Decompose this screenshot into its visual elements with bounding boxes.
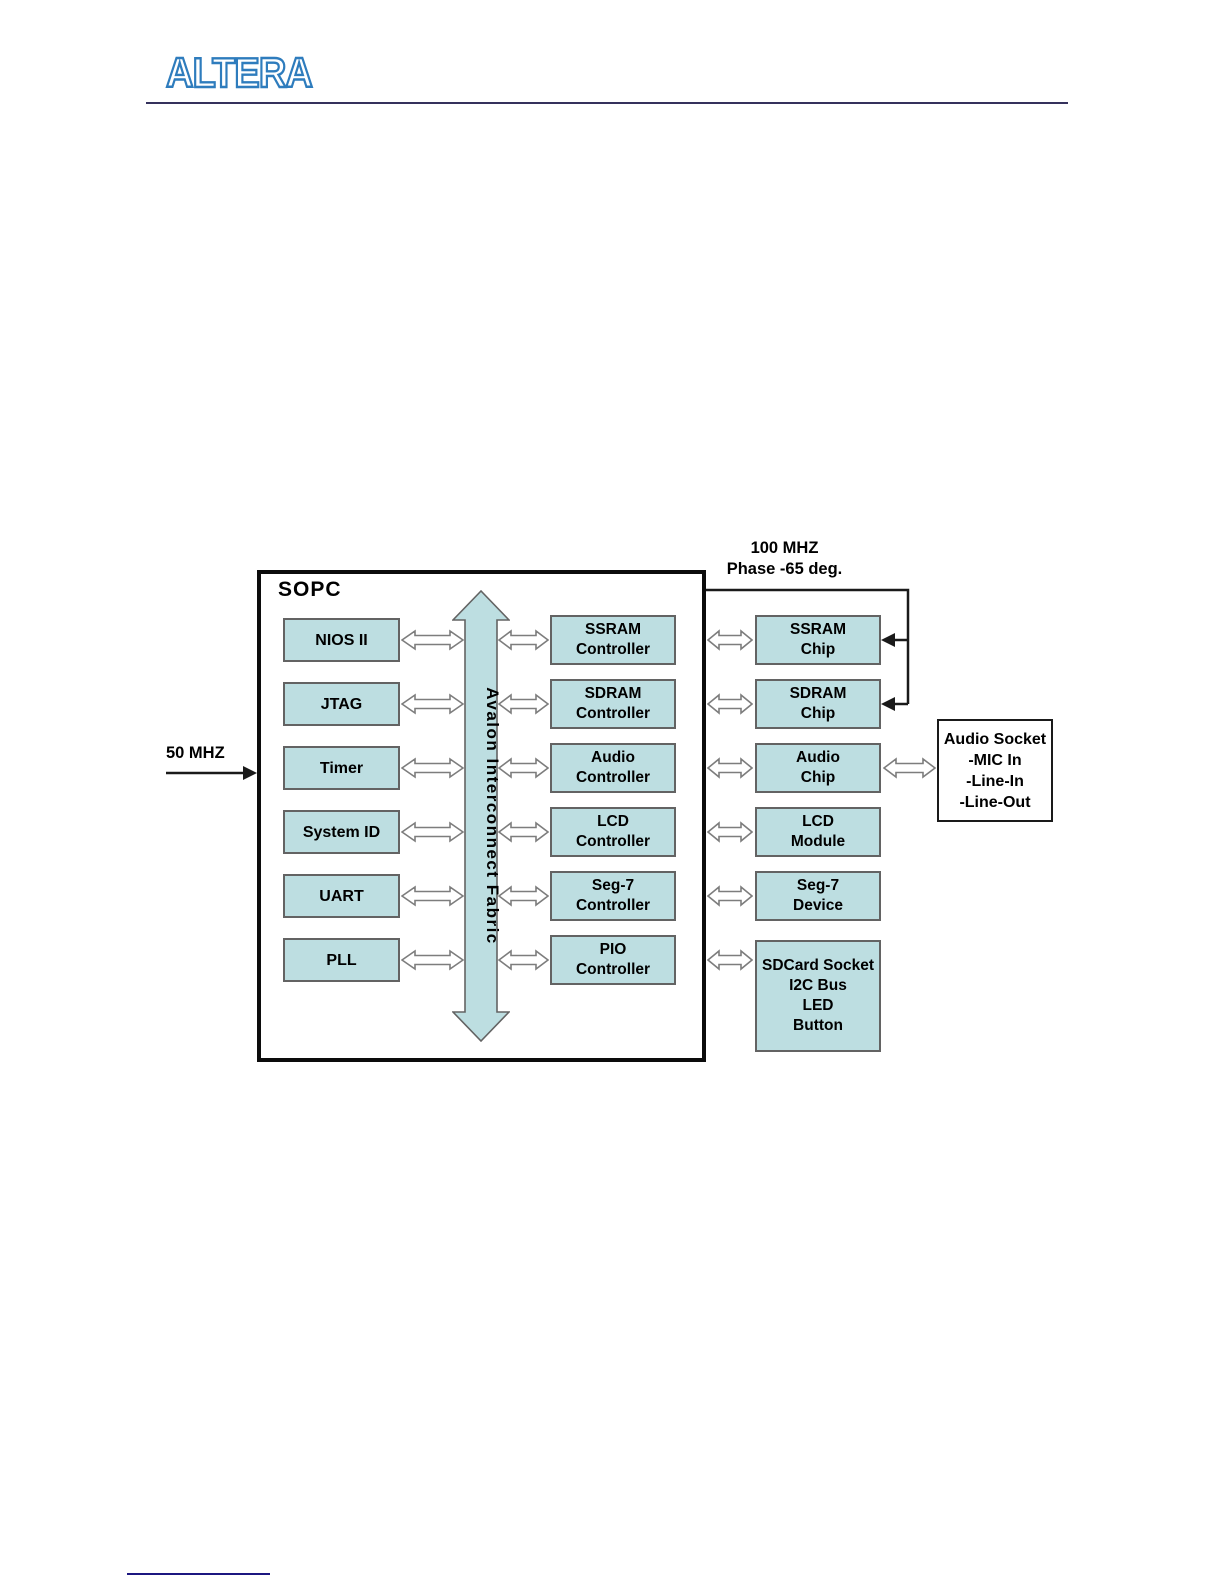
box-peripherals: SDCard Socket I2C Bus LED Button: [755, 940, 881, 1052]
box-nios-ii: NIOS II: [283, 618, 400, 662]
box-seg7-device: Seg-7 Device: [755, 871, 881, 921]
bus-arrow-nios-fabric-icon: [401, 629, 464, 651]
bus-arrow-sopc-ssramchip-icon: [707, 629, 753, 651]
bus-arrow-sopc-peripherals-icon: [707, 949, 753, 971]
box-seg7-controller: Seg-7 Controller: [550, 871, 676, 921]
box-jtag: JTAG: [283, 682, 400, 726]
clock-50mhz-arrowhead-icon: [243, 766, 257, 780]
bus-arrow-sopc-seg7device-icon: [707, 885, 753, 907]
bus-arrow-sopc-sdramchip-icon: [707, 693, 753, 715]
bus-arrow-jtag-fabric-icon: [401, 693, 464, 715]
box-sdram-controller: SDRAM Controller: [550, 679, 676, 729]
fabric-arrow-shape: [452, 590, 510, 1042]
bus-arrow-fabric-lcdctl-icon: [498, 821, 549, 843]
box-lcd-controller: LCD Controller: [550, 807, 676, 857]
sopc-label: SOPC: [278, 578, 342, 601]
bus-arrow-timer-fabric-icon: [401, 757, 464, 779]
box-ssram-chip: SSRAM Chip: [755, 615, 881, 665]
box-system-id: System ID: [283, 810, 400, 854]
altera-logo: ALTERA: [165, 48, 315, 97]
audio-socket-box: Audio Socket -MIC In -Line-In -Line-Out: [937, 719, 1053, 822]
bus-arrow-sopc-lcdmodule-icon: [707, 821, 753, 843]
footnote-divider: [127, 1573, 270, 1575]
box-audio-chip: Audio Chip: [755, 743, 881, 793]
clock-ssram-arrowhead-icon: [881, 633, 895, 647]
box-audio-controller: Audio Controller: [550, 743, 676, 793]
box-ssram-controller: SSRAM Controller: [550, 615, 676, 665]
bus-arrow-sysid-fabric-icon: [401, 821, 464, 843]
fabric-label: Avalon Interconnect Fabric: [483, 687, 502, 945]
clock-50mhz-label: 50 MHZ: [166, 744, 225, 762]
clock-sdram-arrowhead-icon: [881, 697, 895, 711]
box-timer: Timer: [283, 746, 400, 790]
bus-arrow-uart-fabric-icon: [401, 885, 464, 907]
header-divider: [146, 102, 1068, 104]
clock-100mhz-line: [706, 588, 910, 704]
box-pio-controller: PIO Controller: [550, 935, 676, 985]
bus-arrow-audiochip-socket-icon: [883, 757, 936, 779]
altera-logo-text: ALTERA: [166, 49, 313, 96]
box-pll: PLL: [283, 938, 400, 982]
clock-100mhz-label: 100 MHZ Phase -65 deg.: [726, 539, 843, 578]
bus-arrow-fabric-pioctl-icon: [498, 949, 549, 971]
bus-arrow-sopc-audiochip-icon: [707, 757, 753, 779]
box-uart: UART: [283, 874, 400, 918]
bus-arrow-fabric-sdramctl-icon: [498, 693, 549, 715]
sopc-box: [257, 570, 706, 1062]
bus-arrow-fabric-ssramctl-icon: [498, 629, 549, 651]
bus-arrow-fabric-audioctl-icon: [498, 757, 549, 779]
box-sdram-chip: SDRAM Chip: [755, 679, 881, 729]
avalon-fabric-arrow: Avalon Interconnect Fabric: [452, 590, 510, 1042]
box-lcd-module: LCD Module: [755, 807, 881, 857]
bus-arrow-pll-fabric-icon: [401, 949, 464, 971]
bus-arrow-fabric-seg7ctl-icon: [498, 885, 549, 907]
